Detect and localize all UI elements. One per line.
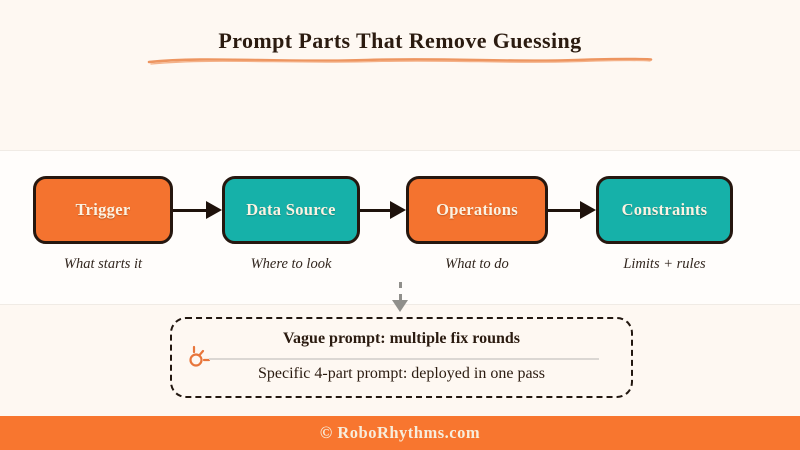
flow-step-operations: Operations What to do [406, 176, 548, 273]
title-underline-swoosh [147, 57, 653, 65]
flow-step-data-source: Data Source Where to look [222, 176, 360, 273]
arrow-right-icon [360, 201, 406, 219]
flow-step-box-trigger: Trigger [33, 176, 173, 244]
flow-step-caption: What to do [445, 256, 509, 272]
flow-step-constraints: Constraints Limits + rules [596, 176, 733, 273]
arrow-shaft [173, 208, 206, 212]
flow-step-caption: Where to look [250, 256, 332, 272]
arrow-shaft [548, 208, 580, 212]
callout-heading: Vague prompt: multiple fix rounds [282, 330, 521, 347]
callout-box: Vague prompt: multiple fix rounds Specif… [170, 317, 633, 398]
arrow-right-icon [173, 201, 222, 219]
arrow-shaft [360, 208, 390, 212]
arrow-right-icon [548, 201, 596, 219]
arrow-head [390, 201, 406, 219]
callout-divider [209, 358, 599, 360]
spark-icon [189, 345, 211, 367]
dashed-arrow-shaft [398, 282, 402, 300]
footer-bar: © RoboRhythms.com [0, 416, 800, 450]
flow-step-caption: Limits + rules [623, 256, 706, 272]
flow-step-box-data-source: Data Source [222, 176, 360, 244]
arrow-head [580, 201, 596, 219]
dashed-arrow-down-icon [391, 282, 409, 312]
flow-step-caption: What starts it [63, 256, 143, 272]
arrow-head [206, 201, 222, 219]
flow-step-box-operations: Operations [406, 176, 548, 244]
flow-step-box-constraints: Constraints [596, 176, 733, 244]
dashed-arrow-head [392, 300, 408, 312]
page-title: Prompt Parts That Remove Guessing [218, 28, 582, 53]
flow-step-trigger: Trigger What starts it [33, 176, 173, 273]
callout-body: Specific 4-part prompt: deployed in one … [257, 365, 546, 382]
footer-credit: © RoboRhythms.com [319, 423, 481, 442]
